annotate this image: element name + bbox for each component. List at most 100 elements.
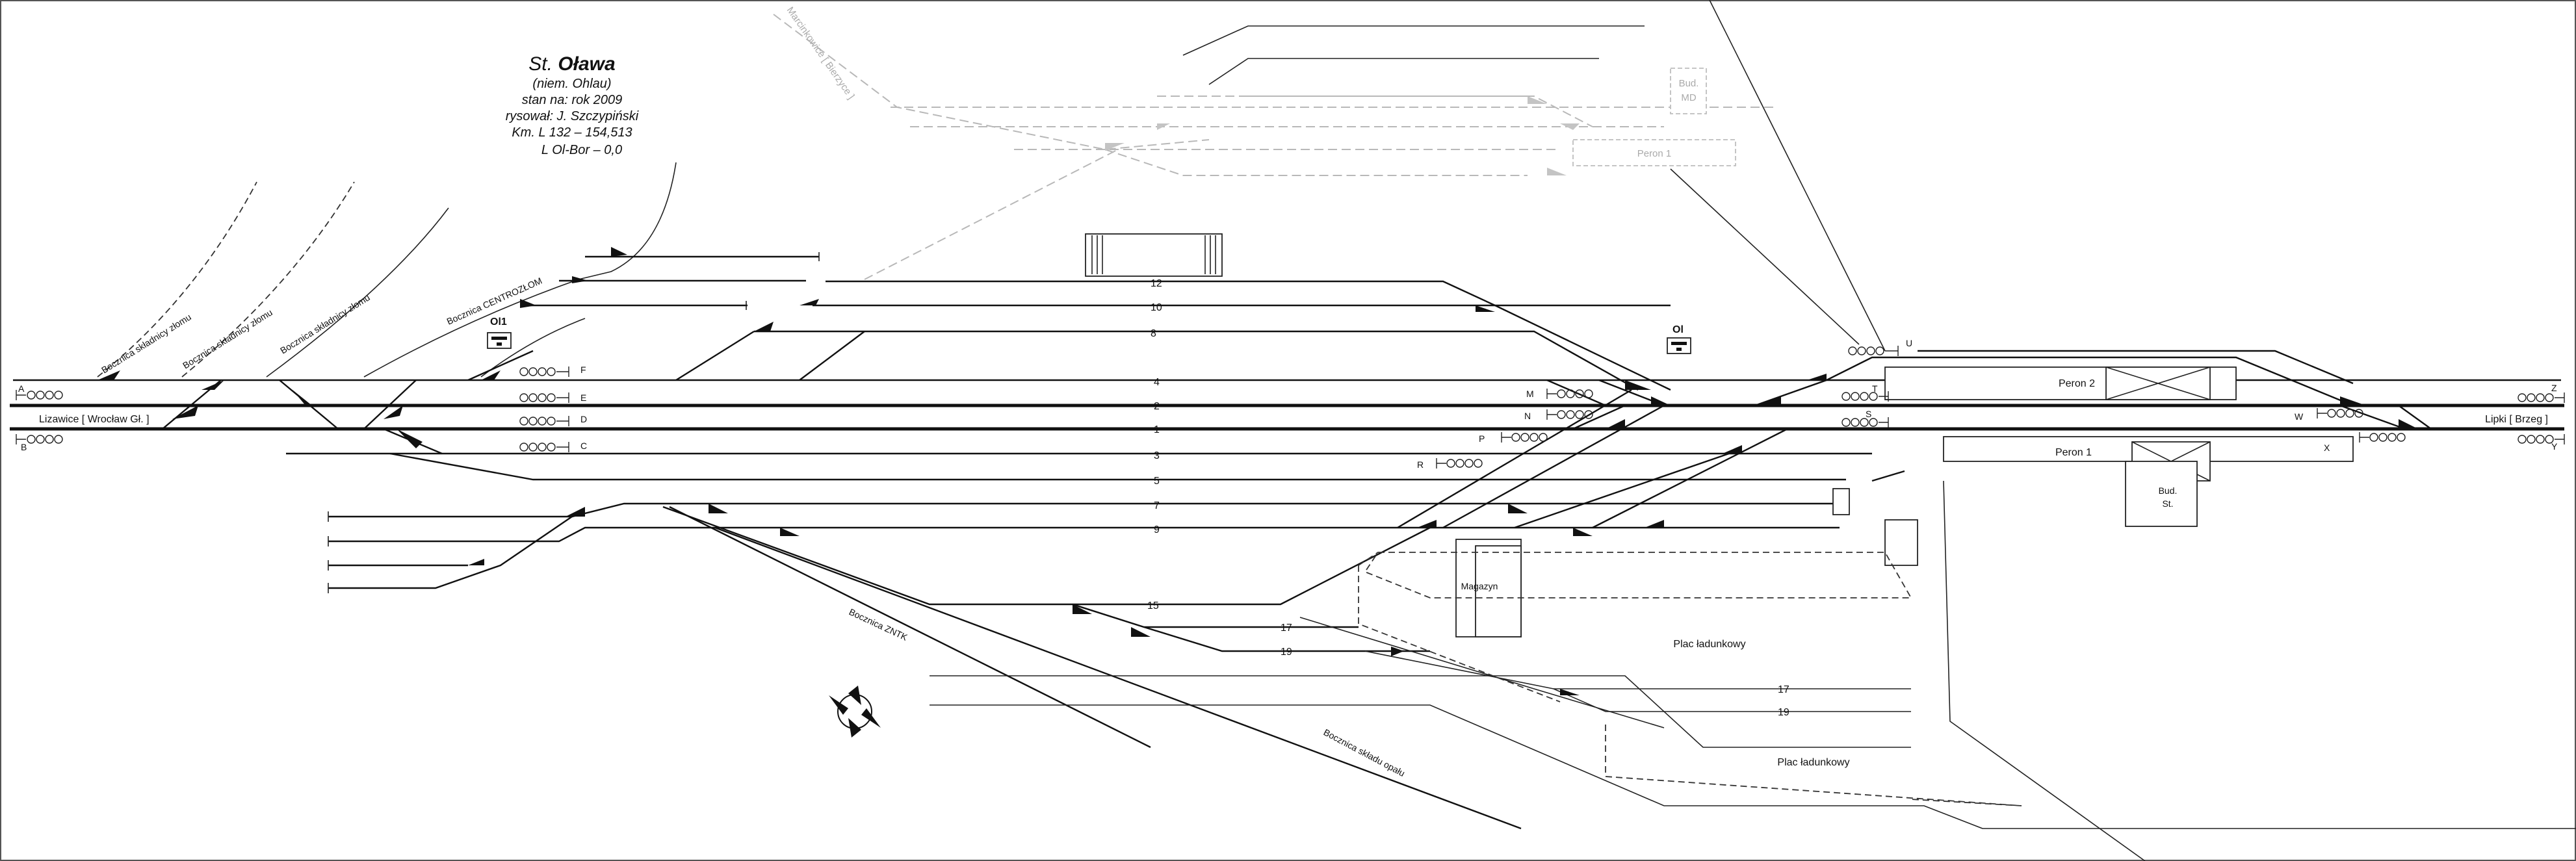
signal-box-icon-ol xyxy=(1667,337,1691,354)
label-plac-1: Plac ładunkowy xyxy=(1673,639,1745,650)
ghost-peron-1 xyxy=(1572,139,1736,166)
top-line-2 xyxy=(1208,58,1599,85)
track-label-17: 17 xyxy=(1281,623,1292,634)
title-block: St. Oława (niem. Ohlau) stan na: rok 200… xyxy=(506,53,639,157)
link-9-2b xyxy=(1442,404,1665,529)
title-line-2: stan na: rok 2009 xyxy=(522,93,623,107)
track-15 xyxy=(662,506,1431,606)
hall-building xyxy=(1085,233,1223,277)
track-5 xyxy=(389,452,1846,481)
track-8 xyxy=(754,330,1639,391)
line-to-u2 xyxy=(1670,168,1860,345)
plac-area xyxy=(1358,552,1561,702)
title-line-4: Km. L 132 – 154,513 xyxy=(512,125,632,140)
ghost-link-8 xyxy=(864,149,1119,280)
track-label-1: 1 xyxy=(1154,424,1160,435)
building-labels: Peron 1 Bud. MD Peron 2 Peron 1 Bud. St.… xyxy=(1461,78,2178,768)
siding-labels: Bocznica składnicy złomu Bocznica składn… xyxy=(99,5,1407,779)
ghost-track-4 xyxy=(1157,96,1593,127)
top-right-lines xyxy=(1182,0,1886,352)
buildings xyxy=(1085,68,2354,806)
track-17b xyxy=(1364,650,1911,689)
track-label-4: 4 xyxy=(1154,377,1160,388)
signal-r: R xyxy=(1417,459,1424,470)
track-19b xyxy=(1553,688,1911,712)
title-line-3: rysował: J. Szczypiński xyxy=(506,109,639,123)
station-west: Lizawice [ Wrocław Gł. ] xyxy=(39,414,150,425)
signal-t: T xyxy=(1872,383,1878,394)
track-label-3: 3 xyxy=(1154,450,1160,461)
link-9-1 xyxy=(1592,428,1788,529)
siding-zlom-1 xyxy=(97,181,257,378)
siding-label-zlom-3: Bocznica składnicy złomu xyxy=(278,292,372,355)
siding-zlom-2 xyxy=(181,181,355,378)
signal-labels: A B F E D C M N P R U T S W X Z Y xyxy=(18,338,2558,470)
label-magazyn: Magazyn xyxy=(1461,581,1498,591)
track-label-19: 19 xyxy=(1281,647,1292,658)
siding-zlom-3 xyxy=(266,207,449,378)
label-bud-md-1: Bud. xyxy=(1679,78,1699,89)
siding-zntk-track xyxy=(669,506,1151,749)
track-label-17b: 17 xyxy=(1778,684,1789,695)
line-right-curve xyxy=(1943,480,2146,861)
signal-box-labels: Ol1 Ol xyxy=(490,316,1684,335)
signal-m: M xyxy=(1526,389,1534,399)
ghost-line-marcinkowice xyxy=(773,14,1210,151)
title: St. Oława xyxy=(528,53,615,75)
label-bud-md-2: MD xyxy=(1681,92,1696,103)
signal-box-ol1: Ol1 xyxy=(490,316,507,328)
plac-1-outline xyxy=(1364,552,1912,598)
stop-block-1 xyxy=(1871,470,1905,482)
title-line-1: (niem. Ohlau) xyxy=(532,77,611,91)
signal-s: S xyxy=(1866,409,1871,419)
track-19 xyxy=(1143,626,1430,652)
signal-c: C xyxy=(580,441,587,451)
track-12 xyxy=(826,280,1671,391)
signal-box-ol: Ol xyxy=(1672,324,1684,335)
sidings-top-left xyxy=(97,162,820,378)
track-17 xyxy=(1072,603,1359,628)
signal-box-icon-ol1 xyxy=(487,332,512,349)
line-lower-1 xyxy=(930,675,1911,748)
siding-opal-track xyxy=(714,526,1522,830)
siding-label-zlom-1: Bocznica składnicy złomu xyxy=(99,311,193,375)
signal-e: E xyxy=(580,392,586,403)
signal-b: B xyxy=(21,442,27,452)
track-numbers: 12 10 8 4 2 1 3 5 7 9 15 17 19 17 19 xyxy=(1147,278,1789,718)
dismantled-tracks xyxy=(773,14,1775,280)
ghost-track-5 xyxy=(1104,149,1528,176)
track-label-7: 7 xyxy=(1154,500,1160,511)
signal-boxes xyxy=(487,332,1691,354)
track-label-2: 2 xyxy=(1154,401,1160,412)
signal-u: U xyxy=(1906,338,1912,348)
track-label-5: 5 xyxy=(1154,476,1160,487)
track-label-15: 15 xyxy=(1147,600,1159,611)
label-bud-st-1: Bud. xyxy=(2159,485,2178,496)
label-plac-2: Plac ładunkowy xyxy=(1777,757,1849,768)
siding-label-marcinkowice: Marcinkowice [ Bierzyce ] xyxy=(785,5,857,101)
label-bud-st-2: St. xyxy=(2162,498,2173,509)
track-peron2-outer xyxy=(1918,350,2354,385)
signal-symbols xyxy=(16,346,2565,469)
signal-d: D xyxy=(580,414,587,424)
signal-p: P xyxy=(1479,433,1485,444)
line-to-u xyxy=(1709,0,1886,352)
plac-line xyxy=(1299,617,1665,728)
west-stub-2 xyxy=(328,526,715,543)
bud-st xyxy=(2125,461,2198,527)
label-peron-1-ghost: Peron 1 xyxy=(1637,148,1672,159)
main-tracks xyxy=(10,280,2576,861)
signal-f: F xyxy=(580,365,586,375)
siding-label-zlom-2: Bocznica składnicy złomu xyxy=(181,307,274,370)
signal-y: Y xyxy=(2551,441,2558,452)
track-label-12: 12 xyxy=(1151,278,1162,289)
track-label-19b: 19 xyxy=(1778,707,1789,718)
switches xyxy=(98,299,2418,695)
link-9-3 xyxy=(1514,452,1730,529)
track-label-8: 8 xyxy=(1151,328,1156,339)
label-peron-2: Peron 2 xyxy=(2059,378,2095,389)
line-lower-2 xyxy=(930,704,2576,829)
station-east: Lipki [ Brzeg ] xyxy=(2485,414,2548,425)
